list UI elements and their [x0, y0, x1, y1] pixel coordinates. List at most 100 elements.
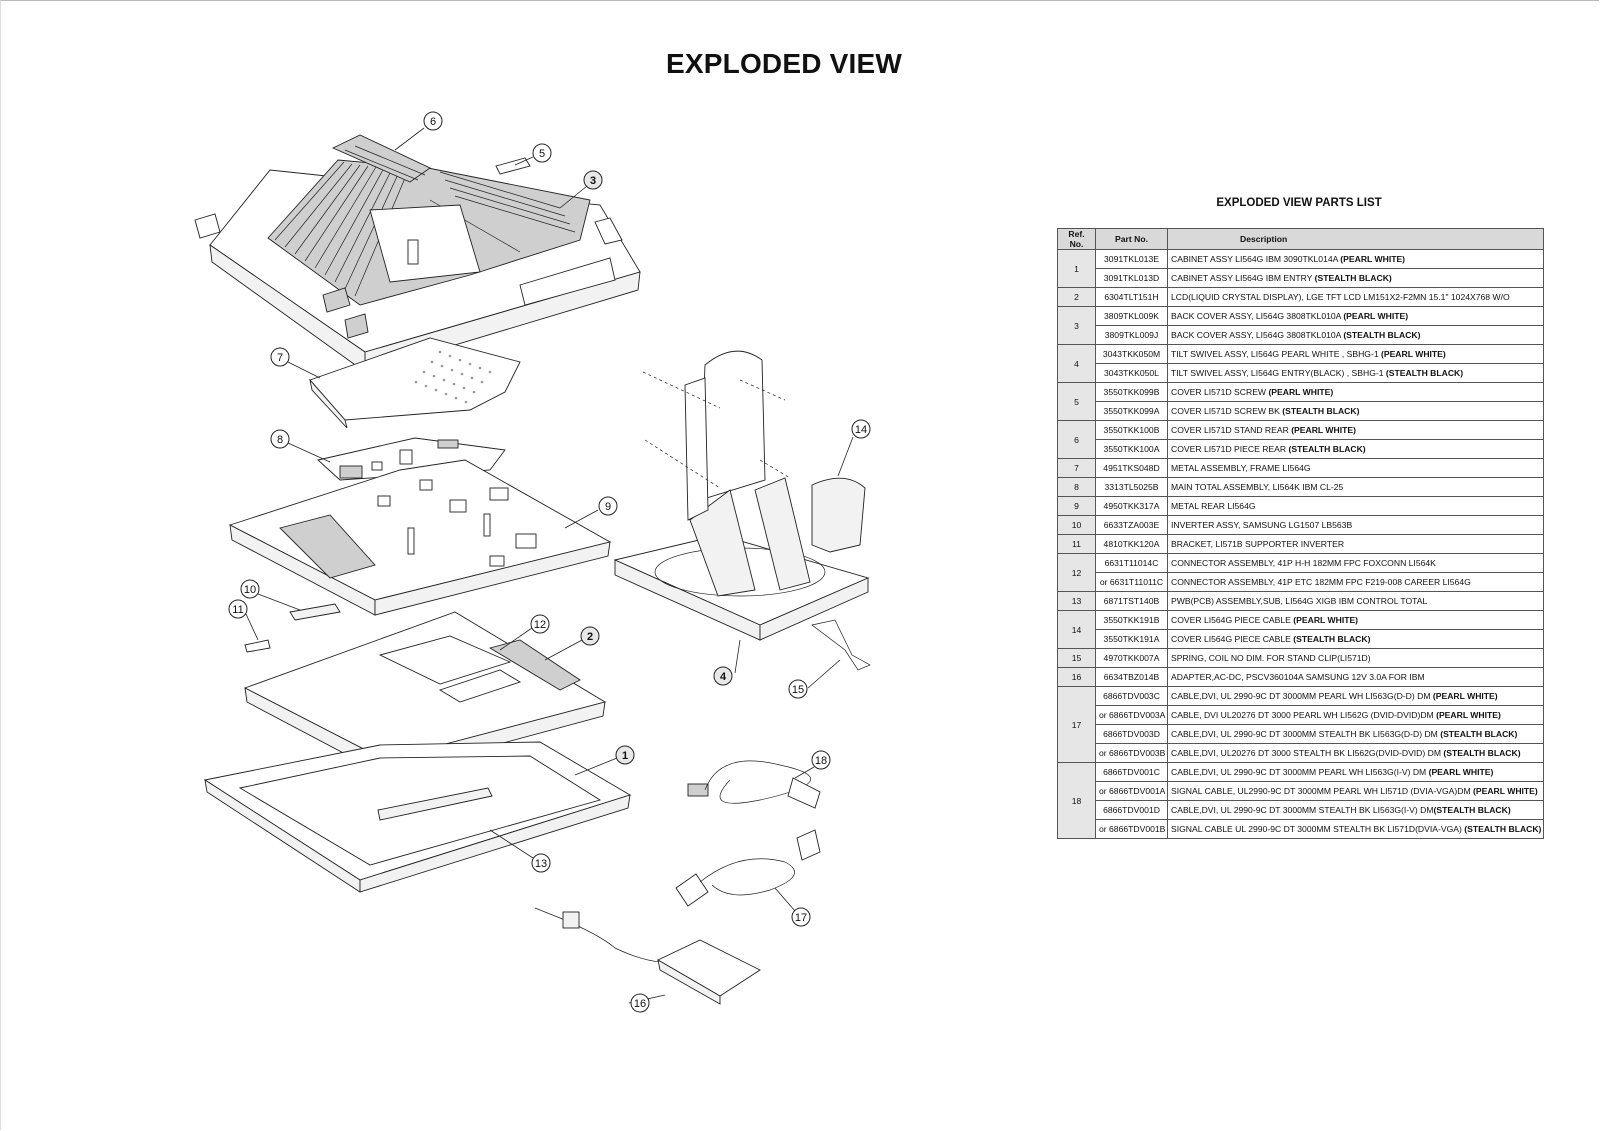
- ref-no-cell: 16: [1057, 667, 1096, 687]
- description-cell: BRACKET, LI571B SUPPORTER INVERTER: [1167, 534, 1544, 554]
- color-variant-label: (PEARL WHITE): [1291, 425, 1356, 435]
- ref-no-cell: 15: [1057, 648, 1096, 668]
- description-cell: TILT SWIVEL ASSY, LI564G PEARL WHITE , S…: [1167, 344, 1544, 364]
- part-no-cell: 3091TKL013E: [1095, 249, 1168, 269]
- description-text: BACK COVER ASSY, LI564G 3808TKL010A: [1171, 311, 1344, 321]
- description-text: CABLE,DVI, UL 2990-9C DT 3000MM PEARL WH…: [1171, 767, 1429, 777]
- description-text: BRACKET, LI571B SUPPORTER INVERTER: [1171, 539, 1345, 549]
- ref-no-cell: 11: [1057, 534, 1096, 554]
- callout-10: 10: [240, 579, 260, 599]
- part-no-cell: or 6631T11011C: [1095, 572, 1168, 592]
- part-no-cell: 6866TDV003D: [1095, 724, 1168, 744]
- description-cell: LCD(LIQUID CRYSTAL DISPLAY), LGE TFT LCD…: [1167, 287, 1544, 307]
- svg-text:8: 8: [277, 434, 283, 446]
- ref-no-cell: 12: [1057, 553, 1096, 592]
- ref-no-cell: 7: [1057, 458, 1096, 478]
- description-text: TILT SWIVEL ASSY, LI564G PEARL WHITE , S…: [1171, 349, 1381, 359]
- ref-no-cell: 4: [1057, 344, 1096, 383]
- description-text: CONNECTOR ASSEMBLY, 41P H-H 182MM FPC FO…: [1171, 558, 1436, 568]
- rear-stand-cover-part: [331, 134, 431, 183]
- callout-4: 4: [713, 666, 733, 686]
- svg-text:13: 13: [535, 858, 547, 870]
- description-text: CABLE,DVI, UL 2990-9C DT 3000MM PEARL WH…: [1171, 691, 1433, 701]
- ref-no-cell: 5: [1057, 382, 1096, 421]
- svg-text:16: 16: [634, 998, 646, 1010]
- description-cell: METAL REAR LI564G: [1167, 496, 1544, 516]
- ref-no-cell: 14: [1057, 610, 1096, 649]
- part-no-cell: 6871TST140B: [1095, 591, 1168, 611]
- ref-no-cell: 17: [1057, 686, 1096, 763]
- part-no-cell: 3550TKK191B: [1095, 610, 1168, 630]
- part-no-cell: 4810TKK120A: [1095, 534, 1168, 554]
- part-no-cell: 3313TL5025B: [1095, 477, 1168, 497]
- dvi-cable-17: [675, 829, 821, 907]
- description-text: CABINET ASSY LI564G IBM 3090TKL014A: [1171, 254, 1341, 264]
- description-cell: TILT SWIVEL ASSY, LI564G ENTRY(BLACK) , …: [1167, 363, 1544, 383]
- callout-15: 15: [788, 679, 808, 699]
- description-cell: MAIN TOTAL ASSEMBLY, LI564K IBM CL-25: [1167, 477, 1544, 497]
- callout-2: 2: [580, 626, 600, 646]
- svg-text:12: 12: [534, 619, 546, 631]
- ref-no-header: Ref. No.: [1057, 228, 1096, 250]
- parts-header-row: Ref. No. Part No. Description: [1057, 228, 1544, 250]
- description-text: LCD(LIQUID CRYSTAL DISPLAY), LGE TFT LCD…: [1171, 292, 1510, 302]
- part-no-cell: 4970TKK007A: [1095, 648, 1168, 668]
- front-cabinet-part: [203, 741, 632, 893]
- part-no-cell: 3091TKL013D: [1095, 268, 1168, 288]
- svg-text:7: 7: [277, 352, 283, 364]
- description-text: PWB(PCB) ASSEMBLY,SUB, LI564G XIGB IBM C…: [1171, 596, 1428, 606]
- description-cell: SIGNAL CABLE UL 2990-9C DT 3000MM STEALT…: [1167, 819, 1544, 839]
- color-variant-label: (PEARL WHITE): [1436, 710, 1501, 720]
- page-title: EXPLODED VIEW: [666, 48, 902, 79]
- callout-7: 7: [270, 347, 290, 367]
- color-variant-label: (PEARL WHITE): [1473, 786, 1538, 796]
- color-variant-label: (STEALTH BLACK): [1314, 273, 1392, 283]
- description-text: COVER LI571D STAND REAR: [1171, 425, 1292, 435]
- description-cell: METAL ASSEMBLY, FRAME LI564G: [1167, 458, 1544, 478]
- callout-3: 3: [583, 170, 603, 190]
- color-variant-label: (STEALTH BLACK): [1443, 748, 1521, 758]
- description-text: CABLE,DVI, UL20276 DT 3000 STEALTH BK LI…: [1171, 748, 1444, 758]
- description-cell: CABLE,DVI, UL20276 DT 3000 STEALTH BK LI…: [1167, 743, 1544, 763]
- part-no-header: Part No.: [1095, 228, 1168, 250]
- description-cell: PWB(PCB) ASSEMBLY,SUB, LI564G XIGB IBM C…: [1167, 591, 1544, 611]
- part-no-cell: 6866TDV001C: [1095, 762, 1168, 782]
- callout-8: 8: [270, 429, 290, 449]
- description-cell: ADAPTER,AC-DC, PSCV360104A SAMSUNG 12V 3…: [1167, 667, 1544, 687]
- color-variant-label: (PEARL WHITE): [1268, 387, 1334, 397]
- svg-text:1: 1: [622, 750, 628, 762]
- description-text: INVERTER ASSY, SAMSUNG LG1507 LB563B: [1171, 520, 1353, 530]
- description-cell: COVER LI571D STAND REAR (PEARL WHITE): [1167, 420, 1544, 440]
- svg-text:5: 5: [539, 148, 545, 160]
- svg-text:11: 11: [232, 604, 243, 616]
- description-cell: COVER LI571D SCREW BK (STEALTH BLACK): [1167, 401, 1544, 421]
- color-variant-label: (STEALTH BLACK): [1288, 444, 1366, 454]
- ac-adapter-part: [534, 907, 761, 1005]
- ref-no-cell: 3: [1057, 306, 1096, 345]
- description-text: SPRING, COIL NO DIM. FOR STAND CLIP(LI57…: [1171, 653, 1371, 663]
- description-text: SIGNAL CABLE, UL2990-9C DT 3000MM PEARL …: [1171, 786, 1473, 796]
- description-text: MAIN TOTAL ASSEMBLY, LI564K IBM CL-25: [1171, 482, 1344, 492]
- description-cell: BACK COVER ASSY, LI564G 3808TKL010A (STE…: [1167, 325, 1544, 345]
- color-variant-label: (STEALTH BLACK): [1385, 368, 1464, 378]
- description-text: COVER LI571D SCREW: [1171, 387, 1269, 397]
- part-no-cell: 6866TDV001D: [1095, 800, 1168, 820]
- svg-text:9: 9: [605, 501, 611, 513]
